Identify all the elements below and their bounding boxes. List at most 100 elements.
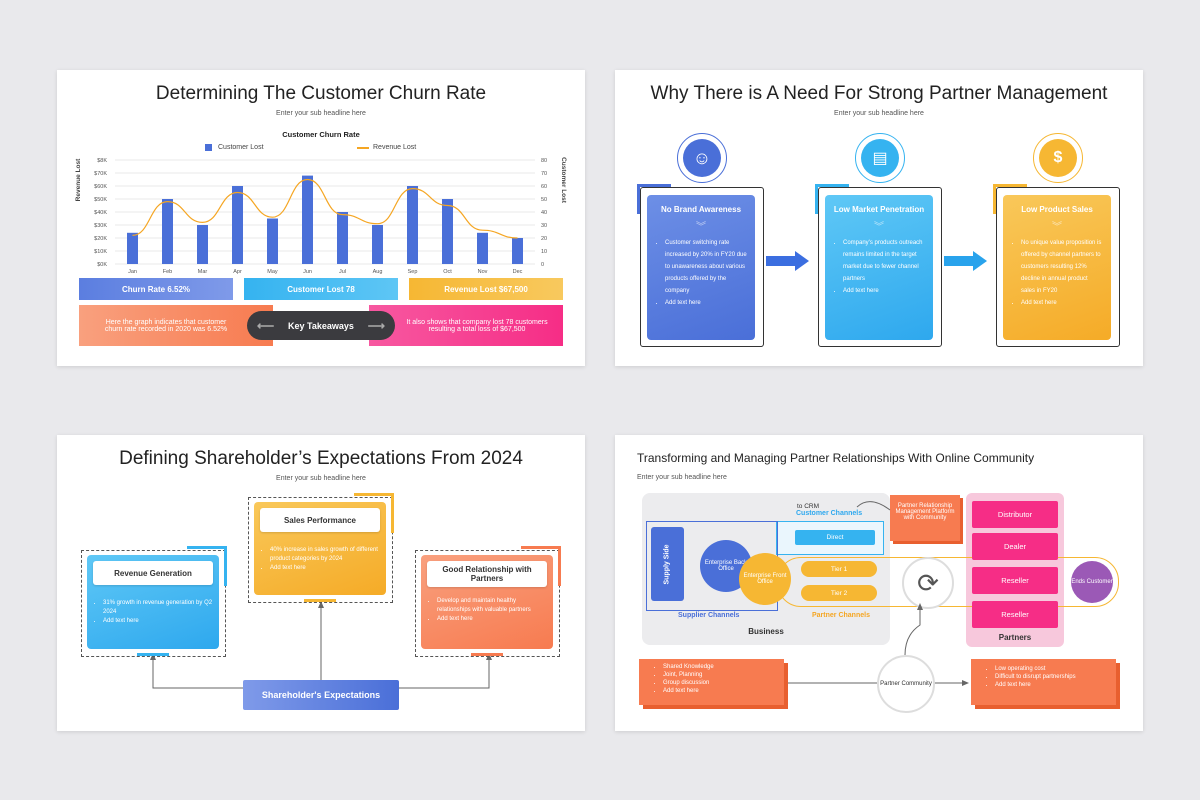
legend-revenue-lost: Revenue Lost bbox=[357, 144, 416, 151]
card-revenue-frame bbox=[81, 550, 226, 657]
card-sales-item: Add text here bbox=[270, 564, 380, 573]
legend-customer-lost-label: Customer Lost bbox=[218, 144, 264, 151]
x-tick-label: Mar bbox=[198, 269, 208, 275]
card1-item: Add text here bbox=[665, 297, 747, 309]
partner-channels-label: Partner Channels bbox=[812, 612, 870, 619]
card-revenue-item: 31% growth in revenue generation by Q2 2… bbox=[103, 599, 213, 617]
card-revenue-accent-v bbox=[224, 546, 227, 586]
card2-accent bbox=[815, 184, 849, 187]
slide2-subtitle: Enter your sub headline here bbox=[834, 110, 924, 117]
card2-icon-ring: ▤ bbox=[855, 133, 905, 183]
y-tick-label: $50K bbox=[94, 197, 107, 203]
y2-tick-label: 50 bbox=[541, 197, 547, 203]
takeaway-left: Here the graph indicates that customer c… bbox=[79, 305, 273, 346]
bar bbox=[442, 199, 453, 264]
legend-revenue-lost-label: Revenue Lost bbox=[373, 144, 417, 151]
card-relationship-frame bbox=[415, 550, 560, 657]
chevron-down-icon: ︾ bbox=[874, 222, 884, 233]
card-relationship-item: Add text here bbox=[437, 615, 547, 624]
x-tick-label: Oct bbox=[443, 269, 452, 275]
bar bbox=[127, 232, 138, 264]
money-icon: $ bbox=[1039, 139, 1077, 177]
slide-partner-relationships[interactable]: Transforming and Managing Partner Relati… bbox=[615, 435, 1143, 731]
card-relationship-title: Good Relationship with Partners bbox=[427, 561, 547, 587]
partner-reseller-2: Reseller bbox=[972, 601, 1058, 628]
card-revenue-accent bbox=[187, 546, 227, 549]
y-tick-label: $30K bbox=[94, 223, 107, 229]
bar bbox=[512, 238, 523, 264]
partner-reseller-1: Reseller bbox=[972, 567, 1058, 594]
y2-tick-label: 20 bbox=[541, 236, 547, 242]
stat-revenue-lost: Revenue Lost $67,500 bbox=[409, 278, 563, 300]
y2-tick-label: 60 bbox=[541, 184, 547, 190]
legend-line-swatch bbox=[357, 146, 369, 149]
supplier-channels-label: Supplier Channels bbox=[678, 612, 740, 619]
y2-tick-label: 0 bbox=[541, 262, 544, 268]
ends-customer-circle: Ends Customer bbox=[1071, 561, 1113, 603]
card-relationship-accent-v bbox=[558, 546, 561, 586]
card-relationship-item: Develop and maintain healthy relationshi… bbox=[437, 597, 547, 615]
y2-tick-label: 70 bbox=[541, 171, 547, 177]
legend-bar-swatch bbox=[205, 144, 212, 151]
card2-title: Low Market Penetration bbox=[833, 205, 925, 214]
bar bbox=[372, 225, 383, 264]
partner-distributor: Distributor bbox=[972, 501, 1058, 528]
right-box-item: Add text here bbox=[995, 681, 1116, 689]
key-takeaways-label: Key Takeaways bbox=[288, 320, 354, 331]
left-box-item: Joint, Planning bbox=[663, 671, 784, 679]
card-sales-accent bbox=[354, 493, 394, 496]
right-box-item: Low operating cost bbox=[995, 665, 1116, 673]
arrow-right-icon: ⟶ bbox=[367, 318, 385, 333]
person-icon: ☺ bbox=[683, 139, 721, 177]
direct-box: Direct bbox=[795, 530, 875, 545]
slide-shareholder-expectations[interactable]: Defining Shareholder’s Expectations From… bbox=[57, 435, 585, 731]
chevron-down-icon: ︾ bbox=[696, 222, 706, 233]
card-revenue: Revenue Generation 31% growth in revenue… bbox=[87, 555, 219, 649]
card3-accent bbox=[993, 184, 1027, 187]
card-relationship-accent bbox=[521, 546, 561, 549]
card3: Low Product Sales ︾ No unique value prop… bbox=[1003, 195, 1111, 340]
card-sales-frame bbox=[248, 497, 393, 603]
customer-channels-label: Customer Channels bbox=[796, 510, 863, 517]
right-box-item: Difficult to disrupt partnerships bbox=[995, 673, 1116, 681]
left-box-item: Add text here bbox=[663, 687, 784, 695]
shared-knowledge-box: Shared Knowledge Joint, Planning Group d… bbox=[639, 659, 784, 705]
card3-icon-ring: $ bbox=[1033, 133, 1083, 183]
to-crm-label: to CRM bbox=[797, 503, 820, 510]
card-revenue-tab bbox=[137, 653, 169, 656]
card-revenue-title: Revenue Generation bbox=[93, 561, 213, 585]
prm-platform-box: Partner Relationship Management Platform… bbox=[890, 495, 960, 541]
y-tick-label: $8K bbox=[97, 158, 107, 164]
front-office-circle: Enterprise Front Office bbox=[739, 553, 791, 605]
bar bbox=[197, 225, 208, 264]
card-sales-item: 40% increase in sales growth of differen… bbox=[270, 546, 380, 564]
slide1-title: Determining The Customer Churn Rate bbox=[155, 83, 487, 104]
card1-accent bbox=[637, 184, 671, 187]
arrow-2-head bbox=[973, 251, 987, 271]
bar bbox=[477, 232, 488, 264]
slide-partner-management[interactable]: Why There is A Need For Strong Partner M… bbox=[615, 70, 1143, 366]
slide2-title: Why There is A Need For Strong Partner M… bbox=[650, 83, 1108, 104]
shareholder-expectations-box: Shareholder's Expectations bbox=[243, 680, 399, 710]
card2-item: Add text here bbox=[843, 285, 925, 297]
stat-churn-rate: Churn Rate 6.52% bbox=[79, 278, 233, 300]
sync-icon: ⟳ bbox=[917, 567, 939, 598]
slide3-title: Defining Shareholder’s Expectations From… bbox=[119, 448, 523, 469]
legend-customer-lost: Customer Lost bbox=[205, 144, 264, 151]
x-tick-label: Jun bbox=[303, 269, 312, 275]
card2-accent-v bbox=[815, 184, 818, 214]
sync-circle: ⟳ bbox=[902, 557, 954, 609]
document-chart-icon: ▤ bbox=[861, 139, 899, 177]
card-relationship-tab bbox=[471, 653, 503, 656]
supply-side-box: Supply Side bbox=[651, 527, 684, 601]
card3-accent-v bbox=[993, 184, 996, 214]
x-tick-label: Sep bbox=[408, 269, 418, 275]
card-relationship: Good Relationship with Partners Develop … bbox=[421, 555, 553, 649]
slide4-title: Transforming and Managing Partner Relati… bbox=[637, 451, 1035, 465]
slide-churn-rate[interactable]: Determining The Customer Churn Rate Ente… bbox=[57, 70, 585, 366]
x-tick-label: Apr bbox=[233, 269, 242, 275]
left-box-item: Shared Knowledge bbox=[663, 663, 784, 671]
card2-item: Company's products outreach remains limi… bbox=[843, 237, 925, 285]
x-tick-label: Aug bbox=[373, 269, 383, 275]
